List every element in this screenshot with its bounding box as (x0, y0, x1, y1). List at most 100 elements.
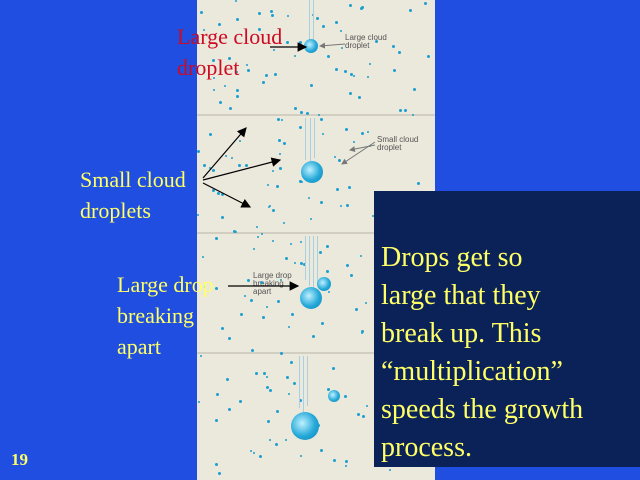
small-droplet (221, 327, 224, 330)
small-droplet (344, 70, 347, 73)
small-droplet (360, 255, 362, 257)
small-droplet (203, 164, 206, 167)
small-droplet (322, 133, 324, 135)
small-droplet (245, 164, 248, 167)
small-droplet (215, 287, 218, 290)
small-droplet (319, 251, 322, 254)
small-droplet (236, 95, 239, 98)
diagram-label-large-drop-breaking-apart: Large drop breaking apart (253, 271, 292, 296)
small-droplet (221, 216, 224, 219)
panel-divider (197, 114, 435, 116)
small-droplet (212, 169, 215, 172)
small-droplet (375, 40, 378, 43)
small-droplet (293, 382, 296, 385)
small-droplet (247, 279, 250, 282)
small-droplet (216, 393, 219, 396)
small-droplet (361, 330, 364, 333)
small-droplet (349, 4, 352, 7)
small-droplet (362, 415, 365, 418)
callout-text: Drops get so large that they break up. T… (381, 242, 584, 463)
small-droplet (310, 218, 312, 220)
small-droplet (288, 326, 290, 328)
small-droplet (276, 185, 279, 188)
small-droplet (294, 55, 296, 57)
small-droplet (209, 167, 211, 169)
small-droplet (290, 243, 292, 245)
small-droplet (275, 443, 278, 446)
small-droplet (239, 140, 241, 142)
small-droplet (333, 459, 336, 462)
small-droplet (327, 388, 330, 391)
small-droplet (398, 51, 401, 54)
small-droplet (197, 150, 200, 153)
small-droplet (279, 39, 281, 41)
small-droplet (306, 112, 309, 115)
small-droplet (251, 349, 254, 352)
small-droplet (200, 11, 203, 14)
small-droplet (244, 295, 246, 297)
small-droplet (361, 332, 363, 334)
small-droplet (228, 57, 231, 60)
small-droplet (299, 180, 302, 183)
small-droplet (334, 156, 336, 158)
small-droplet (358, 96, 361, 99)
small-droplet (255, 372, 258, 375)
panel-divider (197, 352, 435, 354)
small-droplet (355, 308, 358, 311)
small-droplet (272, 209, 275, 212)
small-droplet (404, 109, 407, 112)
label-large-drop-breaking-apart: Large drop breaking apart (117, 272, 214, 359)
large-droplet (300, 287, 322, 309)
small-droplet (360, 7, 363, 10)
small-droplet (202, 256, 204, 258)
small-droplet (267, 420, 270, 423)
small-droplet (350, 73, 353, 76)
fall-streak (313, 236, 314, 290)
small-droplet (268, 206, 270, 208)
small-droplet (236, 71, 238, 73)
small-droplet (328, 291, 330, 293)
small-droplet (218, 23, 221, 26)
small-droplet (270, 10, 273, 13)
small-droplet (218, 472, 221, 475)
small-droplet (215, 237, 218, 240)
small-droplet (350, 274, 353, 277)
small-droplet (291, 313, 294, 316)
small-droplet (277, 118, 280, 121)
small-droplet (240, 313, 243, 316)
small-droplet (267, 184, 269, 186)
small-droplet (278, 139, 281, 142)
small-droplet (221, 193, 224, 196)
small-droplet (265, 74, 268, 77)
small-droplet (274, 73, 277, 76)
fall-streak (305, 236, 306, 280)
small-droplet (253, 248, 255, 250)
small-droplet (367, 76, 369, 78)
small-droplet (301, 181, 303, 183)
small-droplet (369, 145, 371, 147)
small-droplet (258, 12, 261, 15)
small-droplet (262, 316, 265, 319)
small-droplet (280, 352, 283, 355)
small-droplet (277, 300, 280, 303)
small-droplet (281, 119, 283, 121)
small-droplet (280, 279, 282, 281)
small-droplet (272, 240, 274, 242)
small-droplet (389, 469, 391, 471)
small-droplet (258, 28, 261, 31)
fall-streak (313, 0, 314, 44)
small-droplet (198, 401, 200, 403)
small-droplet (320, 118, 323, 121)
small-droplet (285, 257, 288, 260)
large-droplet (317, 277, 331, 291)
diagram-label-small-cloud-droplet: Small cloud droplet (377, 135, 419, 152)
small-droplet (346, 204, 349, 207)
small-droplet (215, 419, 218, 422)
label-small-cloud-droplets: Small cloud droplets (80, 167, 186, 223)
small-droplet (231, 157, 233, 159)
small-droplet (215, 463, 218, 466)
small-droplet (213, 77, 215, 79)
small-droplet (372, 215, 374, 217)
large-droplet (301, 161, 323, 183)
